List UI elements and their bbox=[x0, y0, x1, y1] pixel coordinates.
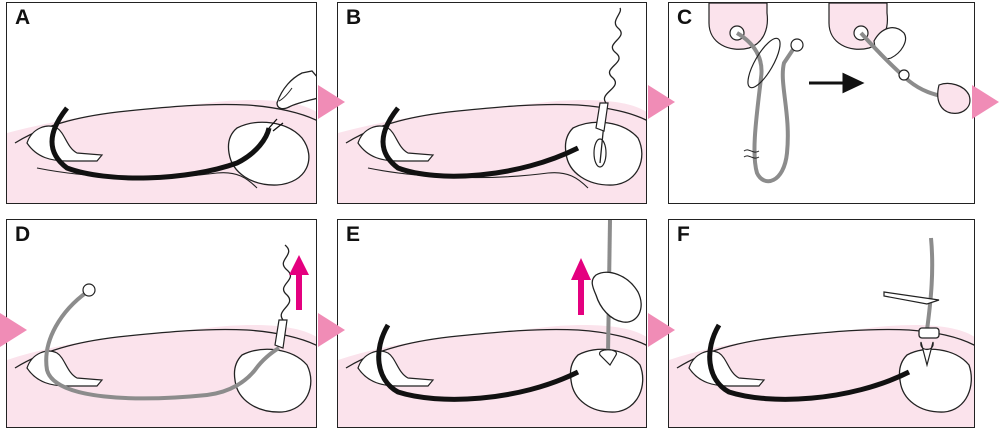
panel-label-c: C bbox=[677, 6, 693, 29]
step-arrow-icon bbox=[318, 85, 345, 119]
panel-label-b: B bbox=[346, 6, 362, 29]
panel-d-illustration bbox=[7, 244, 316, 427]
step-arrow-icon bbox=[972, 85, 999, 119]
panel-b-illustration bbox=[338, 7, 646, 203]
panel-f-illustration bbox=[669, 237, 974, 427]
panel-c: C bbox=[668, 2, 975, 204]
panel-c-illustration bbox=[708, 3, 971, 184]
panel-label-f: F bbox=[677, 223, 690, 246]
step-arrow-icon bbox=[318, 313, 345, 347]
endoscope-tube bbox=[49, 106, 272, 181]
snare-wire bbox=[280, 244, 292, 321]
step-arrow-icon bbox=[648, 313, 675, 347]
panel-label-d: D bbox=[15, 223, 31, 246]
guide-wire bbox=[44, 290, 281, 401]
step-arrow-icon bbox=[648, 85, 675, 119]
panel-label-a: A bbox=[15, 6, 31, 29]
panel-e-illustration bbox=[338, 220, 646, 427]
guide-wire bbox=[735, 31, 796, 184]
panel-e: E bbox=[337, 219, 647, 428]
panel-a-illustration bbox=[7, 70, 316, 203]
pull-arrow-icon bbox=[571, 258, 591, 315]
guide-wire bbox=[925, 237, 935, 331]
endoscope-tube bbox=[376, 323, 580, 402]
endoscope-tube bbox=[707, 323, 911, 402]
hand-icon bbox=[591, 271, 642, 323]
scalpel-icon bbox=[883, 291, 940, 305]
panel-d: D bbox=[6, 219, 317, 428]
hand-icon bbox=[937, 82, 971, 114]
panel-a: A bbox=[6, 2, 317, 204]
hand-icon bbox=[276, 70, 316, 110]
step-arrow-icon bbox=[0, 313, 27, 347]
endoscope-tube bbox=[380, 106, 580, 179]
panel-label-e: E bbox=[346, 223, 361, 246]
pull-arrow-icon bbox=[289, 255, 309, 310]
panel-f: F bbox=[668, 219, 975, 428]
direction-arrow-icon bbox=[809, 72, 865, 94]
panel-b: B bbox=[337, 2, 647, 204]
